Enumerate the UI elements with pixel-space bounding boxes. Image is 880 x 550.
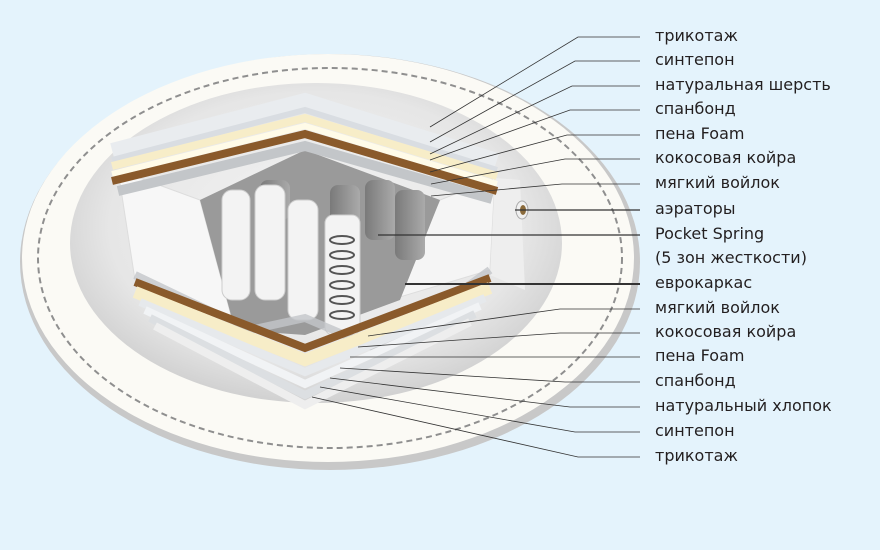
bottom-layers xyxy=(132,266,493,410)
label-euroframe: еврокаркас xyxy=(655,273,753,292)
label-bottom-coir: кокосовая койра xyxy=(655,322,797,341)
dashed-ring xyxy=(37,67,623,449)
label-aerators: аэраторы xyxy=(655,199,736,218)
label-top-knit: трикотаж xyxy=(655,26,738,45)
label-pocket-spring: Pocket Spring xyxy=(655,224,765,243)
frame-wall-far-right xyxy=(490,178,525,290)
label-natural-cotton: натуральный хлопок xyxy=(655,396,832,415)
label-top-coir: кокосовая койра xyxy=(655,148,797,167)
label-bottom-spunbond: спанбонд xyxy=(655,371,736,390)
open-spring-coil xyxy=(329,235,355,320)
label-pocket-spring-zones: (5 зон жесткости) xyxy=(655,248,807,267)
label-top-felt: мягкий войлок xyxy=(655,173,780,192)
label-top-spunbond: спанбонд xyxy=(655,99,736,118)
label-bottom-felt: мягкий войлок xyxy=(655,298,780,317)
label-bottom-sintepon: синтепон xyxy=(655,421,735,440)
label-top-foam: пена Foam xyxy=(655,124,745,143)
label-bottom-knit: трикотаж xyxy=(655,446,738,465)
leader-lines xyxy=(311,36,640,458)
label-bottom-foam: пена Foam xyxy=(655,346,745,365)
label-top-sintepon: синтепон xyxy=(655,50,735,69)
label-natural-wool: натуральная шерсть xyxy=(655,75,831,94)
white-pockets xyxy=(221,184,361,336)
